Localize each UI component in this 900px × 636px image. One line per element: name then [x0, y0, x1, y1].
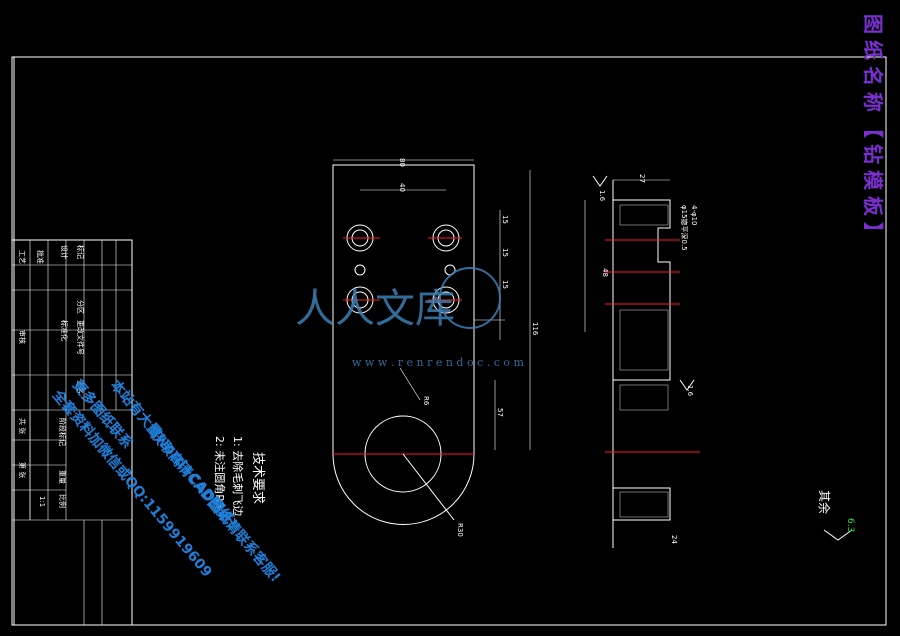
tb-col-label: 分区	[76, 300, 85, 314]
dim-hole-spec2: φ15锪平深0.5	[680, 205, 689, 251]
tech-item-1: 1: 去除毛刺飞边	[231, 436, 245, 516]
dim-v3: 15	[501, 280, 509, 289]
tb-col-label: 签名	[76, 380, 85, 394]
section-view: 48 27 24 4-φ10 φ15锪平深0.5 1.6 1.6	[584, 174, 700, 548]
tb-bottom-label: 阶段标记	[58, 418, 67, 446]
dim-v2: 15	[501, 248, 509, 257]
dim-overall: 116	[531, 322, 539, 336]
dim-side-bottom: 24	[670, 535, 678, 544]
dim-small-r: R6	[422, 396, 430, 406]
dim-radius: R30	[456, 523, 464, 537]
dim-lower: 57	[496, 408, 504, 417]
tb-scale: 1:1	[38, 496, 46, 507]
dim-hole-spacing: 40	[398, 183, 406, 192]
surface-finish: 其余 6.3	[817, 490, 855, 541]
watermark-url: w w w . r e n r e n d o c . c o m	[352, 356, 524, 369]
tb-row-label: 工艺	[18, 250, 26, 264]
tb-footer: 第 张	[18, 462, 27, 478]
tb-col-label: 标记	[76, 245, 85, 259]
surface-label: 其余	[817, 490, 832, 514]
front-view: R30 80 40 15 15 15 116 57 R6	[332, 158, 539, 537]
blue-watermark: 全套资料加微信或QQ:1159919609 更多图纸联系 本站有大量word+C…	[48, 377, 284, 586]
tech-item-2: 2: 未注圆角R5	[213, 436, 227, 509]
tb-row-label: 批准	[36, 250, 45, 264]
tb-row-label: 审核	[18, 330, 27, 344]
dim-side-width: 27	[638, 174, 646, 183]
dim-side-height: 48	[601, 268, 609, 277]
tb-footer: 共 张	[18, 418, 27, 434]
tb-row-label: 标准化	[60, 320, 69, 341]
tb-col-label: 更改文件号	[76, 320, 85, 355]
tech-heading: 技术要求	[250, 452, 265, 504]
title-block: 工艺 批准 设计 标记 分区 标准化 更改文件号 审核 签名 阶段标记 重量 比…	[11, 239, 133, 626]
roughness-2: 1.6	[686, 385, 694, 397]
dim-top-width: 80	[398, 158, 406, 167]
watermark: 人人文库 w w w . r e n r e n d o c . c o m	[295, 267, 524, 369]
drawing-border	[11, 56, 887, 626]
dim-v1: 15	[501, 215, 509, 224]
roughness-1: 1.6	[598, 190, 606, 202]
drawing-title: 图纸名称【钻模板】	[861, 14, 885, 248]
tech-requirements: 技术要求 1: 去除毛刺飞边 2: 未注圆角R5	[213, 436, 265, 516]
tb-bottom-label: 重量	[58, 470, 66, 484]
tb-bottom-label: 比例	[58, 494, 67, 508]
surface-value: 6.3	[845, 518, 855, 532]
dim-hole-spec: 4-φ10	[690, 205, 698, 226]
watermark-brand: 人人文库	[295, 286, 455, 332]
tb-row-label: 设计	[60, 245, 69, 259]
